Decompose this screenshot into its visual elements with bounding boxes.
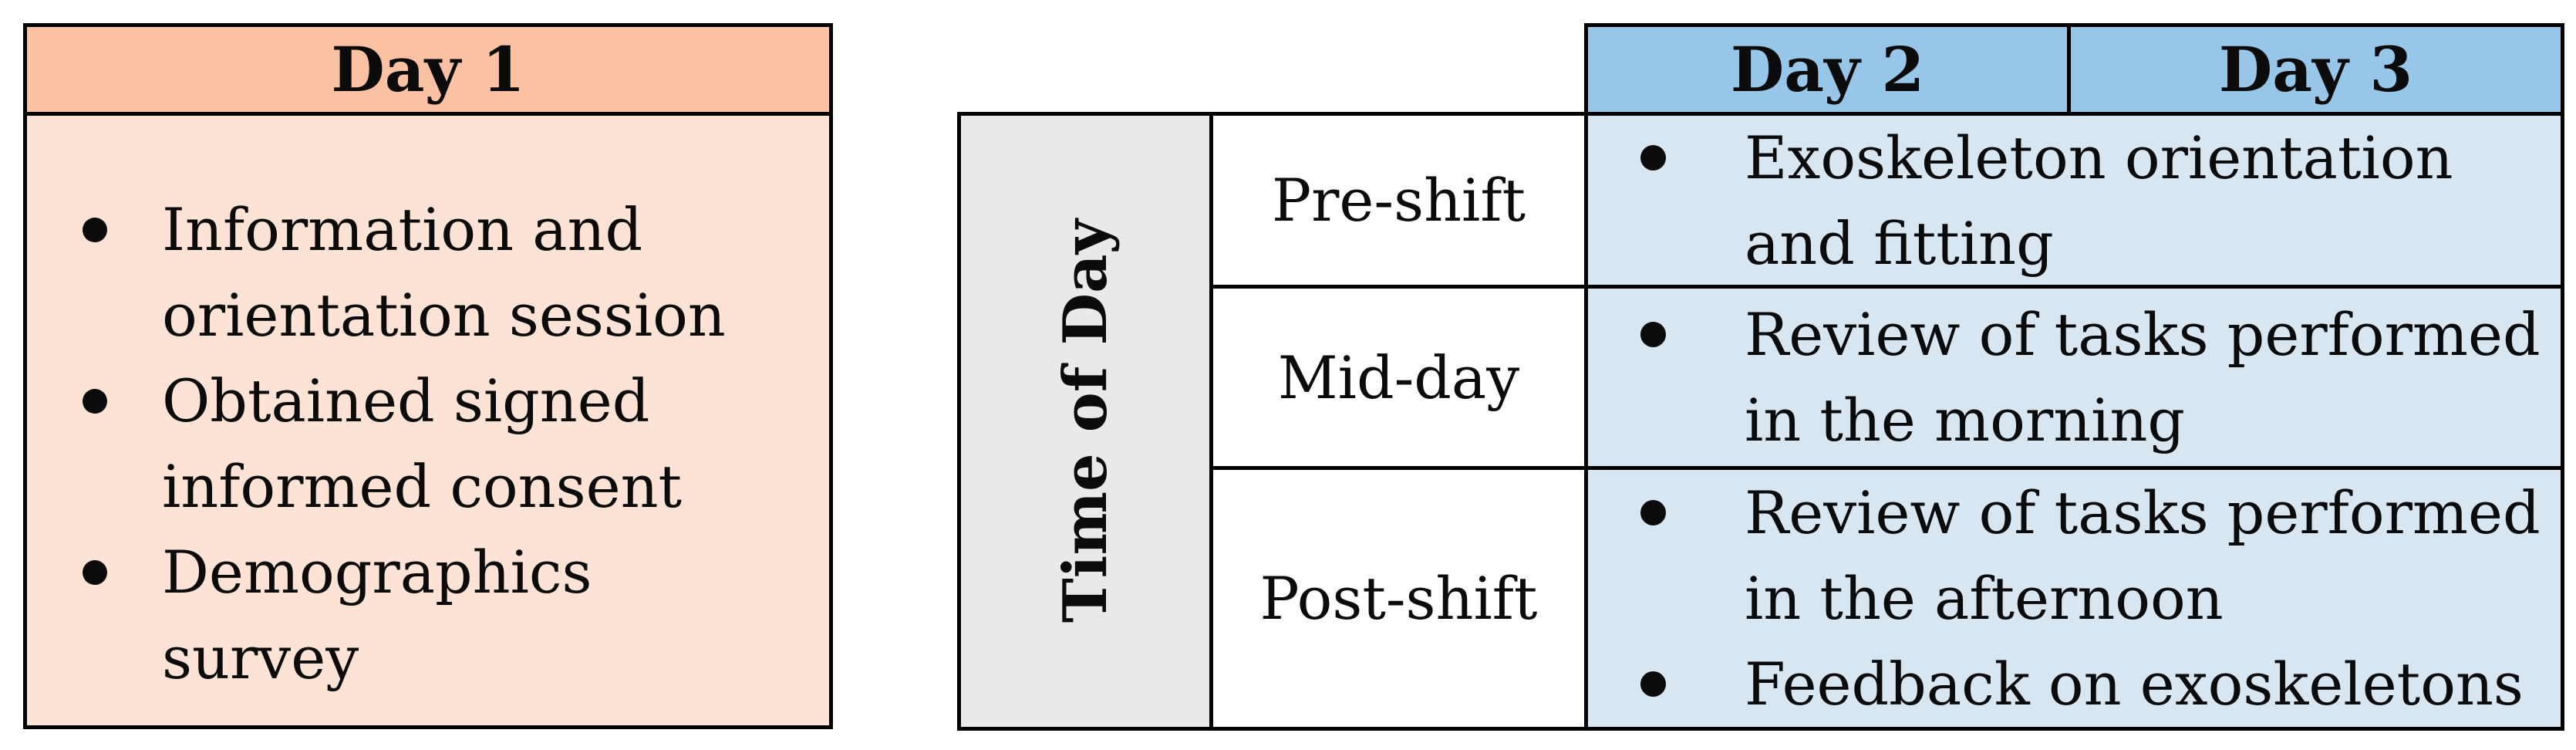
time-cell-mid-day: Mid-day [1213, 289, 1584, 466]
bullet-icon [83, 560, 107, 585]
list-item-text: Obtained signed informed consent [162, 367, 683, 521]
list-item: Review of tasks performed in the afterno… [1633, 470, 2561, 641]
time-cell-pre-shift: Pre-shift [1213, 116, 1584, 285]
day1-bullet-list: Information and orientation session Obta… [27, 187, 829, 701]
day2-day3-header: Day 2 Day 3 [1584, 23, 2564, 116]
bullet-icon [83, 389, 107, 414]
mid-day-bullet-list: Review of tasks performed in the morning [1588, 292, 2561, 463]
mid-day-activities-cell: Review of tasks performed in the morning [1588, 289, 2561, 466]
list-item: Review of tasks performed in the morning [1633, 292, 2561, 463]
list-item: Demographics survey [73, 529, 829, 701]
list-item: Obtained signed informed consent [73, 358, 829, 529]
time-of-day-axis-cell: Time of Day [961, 116, 1209, 727]
bullet-icon [1640, 500, 1666, 525]
list-item: Information and orientation session [73, 187, 829, 358]
list-item-text: Information and orientation session [162, 195, 726, 350]
list-item-text: Demographics survey [162, 538, 592, 692]
list-item-text: Exoskeleton orientation and fitting [1745, 123, 2453, 278]
pre-shift-label: Pre-shift [1271, 166, 1526, 235]
list-item-text: Review of tasks performed in the morning [1745, 300, 2541, 454]
bullet-icon [1640, 322, 1666, 347]
post-shift-activities-cell: Review of tasks performed in the afterno… [1588, 470, 2561, 727]
day1-box: Day 1 Information and orientation sessio… [23, 23, 833, 729]
list-item-text: Feedback on exoskeletons [1745, 650, 2524, 718]
day2-title: Day 2 [1730, 33, 1925, 106]
day3-title: Day 3 [2218, 33, 2413, 106]
list-item-text: Review of tasks performed in the afterno… [1745, 478, 2541, 633]
day1-title: Day 1 [331, 33, 525, 106]
schedule-table: Time of Day Pre-shift Exoskeleton orient… [957, 112, 2564, 731]
bullet-icon [1640, 671, 1666, 697]
mid-day-label: Mid-day [1277, 343, 1520, 412]
list-item: Exoskeleton orientation and fitting [1633, 116, 2561, 285]
bullet-icon [1640, 144, 1666, 171]
pre-shift-bullet-list: Exoskeleton orientation and fitting [1588, 116, 2561, 285]
post-shift-bullet-list: Review of tasks performed in the afterno… [1588, 470, 2561, 727]
post-shift-label: Post-shift [1259, 564, 1538, 633]
bullet-icon [83, 218, 107, 242]
time-of-day-label: Time of Day [1050, 219, 1121, 623]
day2-header-cell: Day 2 [1588, 27, 2067, 112]
day1-body: Information and orientation session Obta… [27, 116, 829, 725]
pre-shift-activities-cell: Exoskeleton orientation and fitting [1588, 116, 2561, 285]
day3-header-cell: Day 3 [2067, 27, 2561, 112]
time-cell-post-shift: Post-shift [1213, 470, 1584, 727]
list-item: Feedback on exoskeletons [1633, 641, 2561, 727]
day1-header: Day 1 [27, 27, 829, 116]
